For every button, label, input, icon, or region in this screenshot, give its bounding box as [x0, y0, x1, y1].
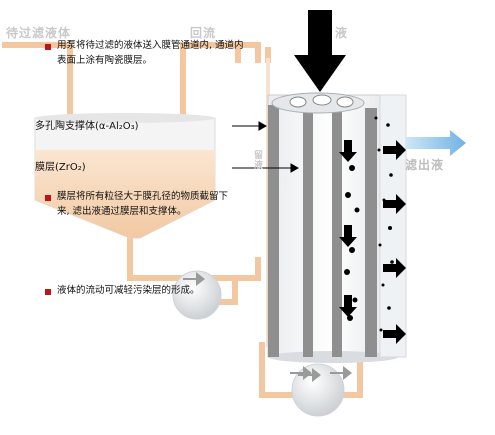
membrane-tube — [303, 108, 313, 357]
top-obscured-label: 液 — [335, 26, 349, 40]
pointer-lines — [232, 121, 300, 173]
note-bullet — [45, 289, 51, 295]
inlet-arrow — [294, 10, 346, 92]
note-2-line-1: 膜层将所有粒径大于膜孔径的物质截留下 — [57, 191, 229, 202]
pump1-outlet — [205, 257, 261, 281]
membrane-module — [267, 92, 407, 363]
channel-flow-arrows — [339, 140, 357, 317]
feed-tank — [34, 113, 216, 239]
note-bullet — [45, 44, 51, 50]
note-3: 液体的流动可减轻污染层的形成。 — [57, 283, 200, 298]
membrane-layer-label: 膜层(ZrO₂) — [35, 162, 86, 173]
membrane-tube — [268, 105, 279, 357]
membrane-tube — [365, 108, 377, 357]
membrane-tube — [332, 108, 342, 357]
note-1-line-1: 用泵将待过滤的液体送入膜管通道内, 通道内 — [57, 40, 244, 51]
pipe-flow-arrows — [290, 366, 352, 380]
note-bullet — [45, 195, 51, 201]
feed-pipe — [2, 42, 73, 121]
support-layer-label: 多孔陶支撑体(α-Al₂O₃) — [35, 121, 139, 132]
filtrate-arrows — [383, 140, 406, 344]
note-1: 用泵将待过滤的液体送入膜管通道内, 通道内 表面上涂有陶瓷膜层。 — [57, 38, 244, 68]
note-1-line-2: 表面上涂有陶瓷膜层。 — [57, 55, 153, 66]
filtrate-outlet-arrow — [406, 130, 466, 156]
filtrate-label: 滤出液 — [405, 158, 445, 172]
note-3-line-1: 液体的流动可减轻污染层的形成。 — [57, 285, 200, 296]
reflux-joint — [235, 42, 261, 63]
shell-text: 留液 — [252, 150, 262, 170]
pump-1 — [172, 270, 222, 320]
feed-label: 待过滤液体 — [6, 26, 72, 40]
note-2-line-2: 来, 滤出液通过膜层和支撑体。 — [57, 206, 187, 217]
reflux-label: 回流 — [190, 26, 217, 40]
note-2: 膜层将所有粒径大于膜孔径的物质截留下 来, 滤出液通过膜层和支撑体。 — [57, 189, 228, 219]
pump-2 — [291, 363, 345, 417]
